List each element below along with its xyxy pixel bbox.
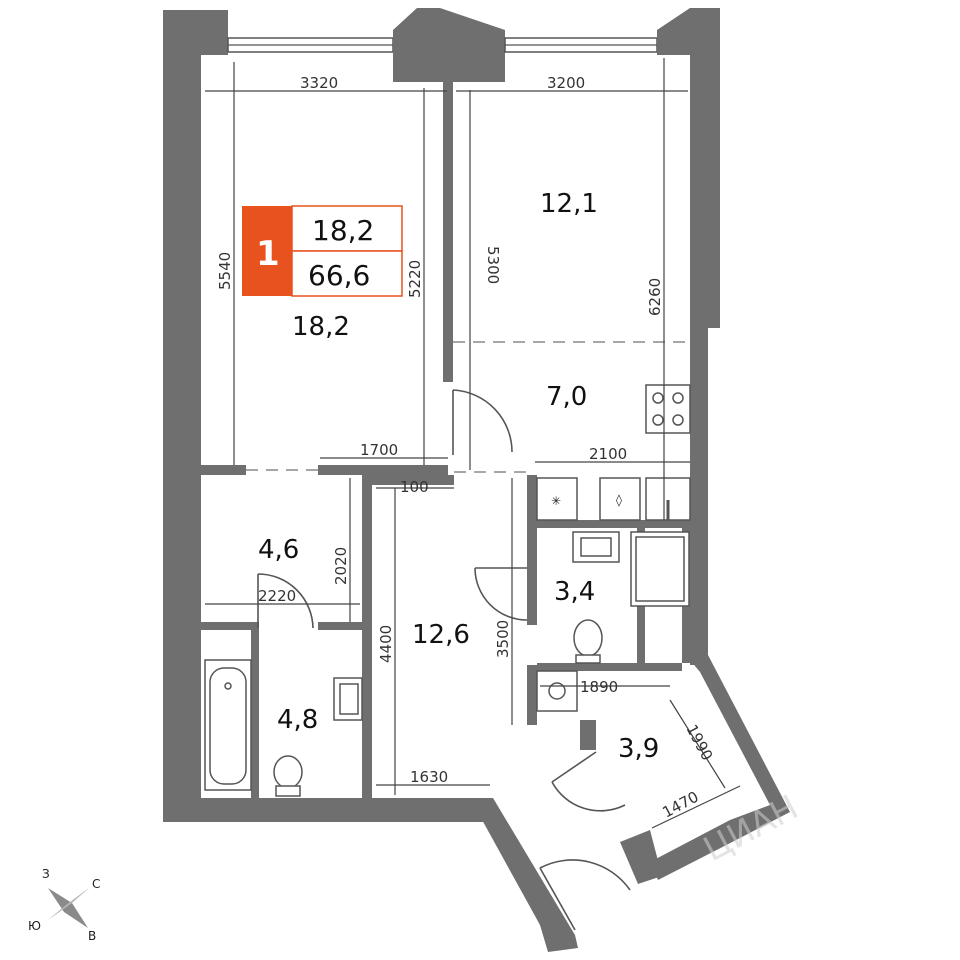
area-bathroom: 4,8 [277, 705, 318, 735]
dim-hall-width: 1630 [410, 768, 448, 786]
dimension-lines [205, 58, 741, 829]
badge-living-area: 18,2 [312, 214, 374, 247]
dimension-labels: 3320 3200 5540 5220 5300 6260 1700 2100 … [216, 74, 716, 822]
stove-icon [645, 384, 691, 434]
dim-kitchen-width: 2100 [589, 445, 627, 463]
fridge-icon [536, 477, 578, 521]
badge-rooms-box [242, 206, 292, 296]
dishwasher-icon [599, 477, 641, 521]
dim-living-width: 3320 [300, 74, 338, 92]
dim-living-height: 5540 [216, 252, 234, 290]
dim-wardrobe-height: 2020 [332, 547, 350, 585]
compass-east: В [88, 929, 96, 943]
dim-partition: 100 [400, 478, 429, 496]
dim-hall-height: 4400 [377, 625, 395, 663]
dim-bedroom-kitchen-height: 6260 [646, 278, 664, 316]
dim-hall-right-height: 3500 [494, 620, 512, 658]
svg-text:✳: ✳ [551, 494, 561, 508]
badge-total-area: 66,6 [308, 259, 370, 292]
area-living: 18,2 [292, 312, 350, 342]
bath-toilet-icon [273, 755, 303, 789]
area-wardrobe: 4,6 [258, 535, 299, 565]
doors [257, 389, 631, 931]
dim-wardrobe-width: 2220 [258, 587, 296, 605]
dim-entry-bottom: 1470 [659, 788, 701, 822]
area-wc: 3,4 [554, 577, 595, 607]
inner-walls [201, 82, 692, 805]
room-areas: 18,2 12,1 7,0 4,6 4,8 12,6 3,4 3,9 [258, 189, 659, 764]
compass-north: С [92, 877, 100, 891]
compass-west: З [42, 867, 50, 881]
watermark-text: ЦИАН [697, 787, 805, 870]
toilet-icon [573, 619, 603, 657]
fixtures: ✳ ◊ [204, 384, 691, 797]
outer-walls [163, 8, 790, 952]
dim-living-height-inner: 5220 [406, 260, 424, 298]
badge-rooms-count: 1 [256, 234, 280, 274]
svg-text:◊: ◊ [616, 493, 622, 507]
area-bedroom: 12,1 [540, 189, 598, 219]
zone-lines [246, 341, 692, 473]
dim-entry-width: 1890 [580, 678, 618, 696]
dim-bedroom-width: 3200 [547, 74, 585, 92]
compass-icon: З С Ю В [28, 867, 100, 943]
dim-bedroom-height: 5300 [484, 246, 502, 284]
dim-entry-diagonal: 1990 [682, 721, 716, 763]
area-entry: 3,9 [618, 734, 659, 764]
area-hall: 12,6 [412, 620, 470, 650]
compass-south: Ю [28, 919, 41, 933]
apartment-badge: 1 18,2 66,6 [242, 205, 403, 297]
dim-living-bottom: 1700 [360, 441, 398, 459]
area-kitchen: 7,0 [546, 382, 587, 412]
